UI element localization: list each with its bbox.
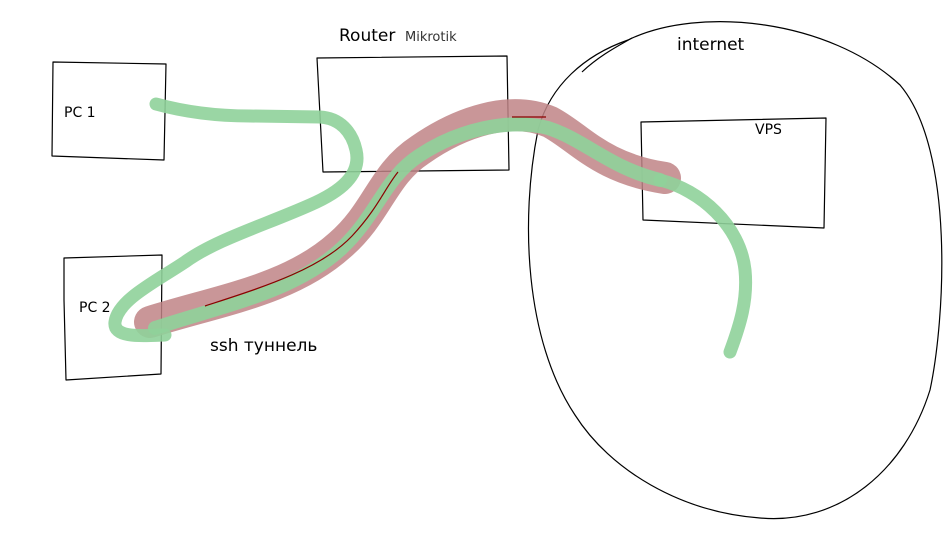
internet-label: internet <box>677 35 745 55</box>
internet-cloud <box>527 21 943 520</box>
pc2-label: PC 2 <box>79 300 111 316</box>
router-label: Router <box>339 26 395 46</box>
internet-cloud-detail <box>581 37 633 73</box>
router-sublabel: Mikrotik <box>405 30 457 45</box>
pc1-label: PC 1 <box>64 105 96 121</box>
ssh-tunnel-core <box>204 171 399 307</box>
vps-label: VPS <box>755 122 782 138</box>
tunnel-connection-line <box>148 117 667 335</box>
router-box <box>316 55 510 173</box>
vps-connection-line <box>653 173 753 359</box>
ssh-tunnel-label: ssh туннель <box>210 336 317 356</box>
pc-connection-line <box>108 97 364 343</box>
pc2-box <box>63 254 163 381</box>
pc1-box <box>51 61 167 161</box>
